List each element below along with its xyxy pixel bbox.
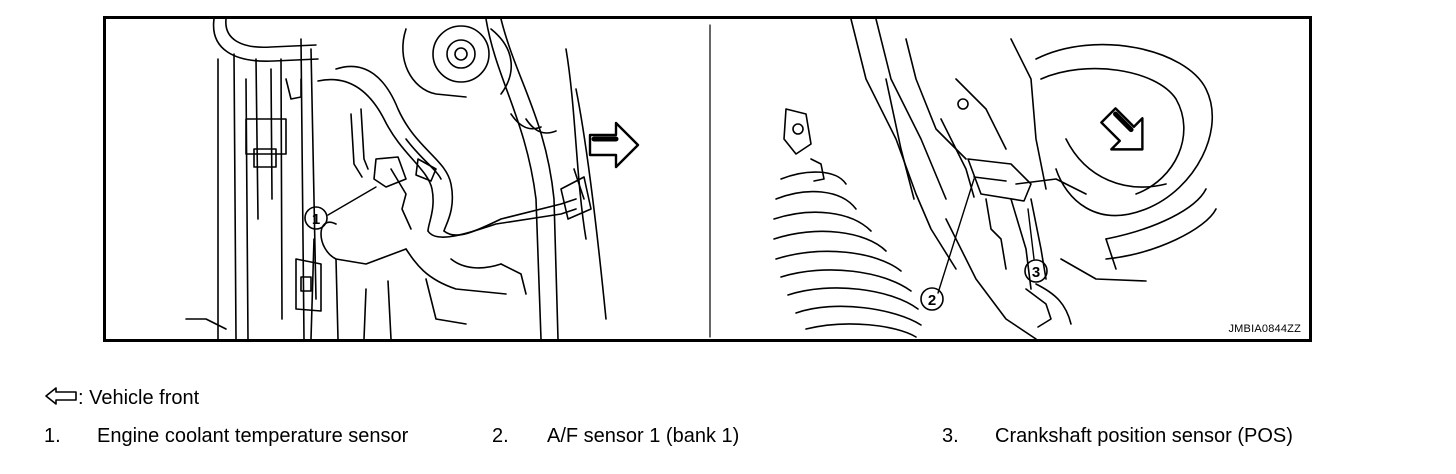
legend-item-3-text: Crankshaft position sensor (POS) (995, 425, 1293, 447)
callout-1-circle (304, 206, 328, 230)
legend-item-1-number: 1. (44, 425, 61, 447)
vehicle-front-arrow-left (588, 121, 640, 169)
ribbed-boot (773, 171, 922, 338)
vehicle-front-arrow-right (1100, 107, 1144, 151)
legend-item-2-number: 2. (492, 425, 509, 447)
image-code: JMBIA0844ZZ (1228, 323, 1301, 335)
legend-item-2-text: A/F sensor 1 (bank 1) (547, 425, 740, 447)
callout-2-circle (920, 287, 944, 311)
callout-2-label: 2 (928, 292, 936, 309)
front-arrow-icon (45, 387, 77, 405)
left-panel-drawing: 1 (185, 19, 607, 339)
diagram-frame: 1 (103, 16, 1312, 342)
vehicle-front-legend: : Vehicle front (44, 386, 199, 410)
callout-1-label: 1 (312, 211, 320, 228)
callout-3-circle (1024, 259, 1048, 283)
right-panel-drawing: 2 3 (773, 19, 1217, 339)
legend-item-1-text: Engine coolant temperature sensor (97, 425, 409, 447)
engine-illustration: 1 (185, 19, 1217, 339)
legend-item-3-number: 3. (942, 425, 959, 447)
vehicle-front-label: : Vehicle front (78, 387, 200, 409)
callout-3-label: 3 (1032, 264, 1040, 281)
